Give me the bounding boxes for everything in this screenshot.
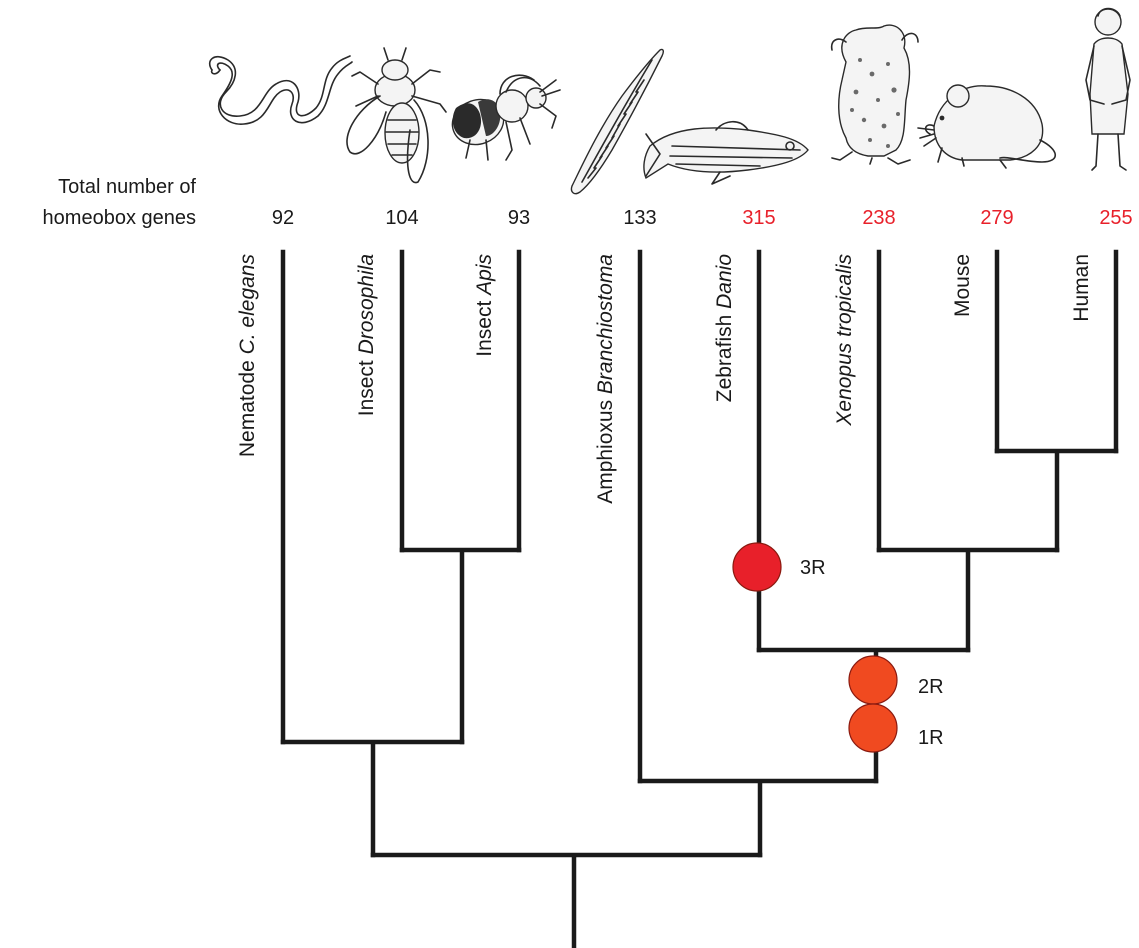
count-apis: 93 bbox=[508, 207, 530, 229]
duplication-3R-label: 3R bbox=[800, 557, 826, 579]
count-mouse: 279 bbox=[980, 207, 1013, 229]
taxon-label-nematode: Nematode C. elegans bbox=[236, 254, 259, 458]
count-zebrafish: 315 bbox=[742, 207, 775, 229]
taxon-label-drosophila: Insect Drosophila bbox=[355, 254, 378, 416]
taxon-label-zebrafish: Zebrafish Danio bbox=[713, 254, 736, 403]
count-drosophila: 104 bbox=[385, 207, 418, 229]
taxon-label-apis: Insect Apis bbox=[473, 254, 496, 357]
node-ecdysozoa bbox=[283, 742, 462, 855]
taxon-label-xenopus: Xenopus tropicalis bbox=[833, 254, 856, 427]
node-tetrapods bbox=[879, 550, 1057, 650]
duplication-2R-label: 2R bbox=[918, 676, 944, 698]
count-human: 255 bbox=[1099, 207, 1132, 229]
mouse-icon bbox=[918, 85, 1055, 168]
zebrafish-icon bbox=[644, 122, 808, 184]
fruit-fly-icon bbox=[347, 48, 446, 183]
duplication-1R-label: 1R bbox=[918, 727, 944, 749]
taxon-label-human: Human bbox=[1070, 254, 1093, 322]
count-xenopus: 238 bbox=[862, 207, 895, 229]
duplication-1R-marker bbox=[849, 704, 897, 752]
node-insects bbox=[402, 550, 519, 742]
honeybee-icon bbox=[446, 75, 560, 160]
taxon-label-mouse: Mouse bbox=[951, 254, 974, 317]
count-amphioxus: 133 bbox=[623, 207, 656, 229]
duplication-2R-marker bbox=[849, 656, 897, 704]
frog-icon bbox=[832, 25, 918, 164]
node-mouse-human bbox=[997, 451, 1116, 550]
node-root bbox=[373, 855, 760, 948]
duplication-3R-marker bbox=[733, 543, 781, 591]
count-nematode: 92 bbox=[272, 207, 294, 229]
header-line-1: Total number of bbox=[58, 176, 196, 198]
node-chordates bbox=[640, 781, 876, 855]
human-icon bbox=[1086, 9, 1130, 171]
nematode-icon bbox=[210, 56, 352, 124]
phylogenetic-tree bbox=[283, 252, 1116, 948]
header-line-2: homeobox genes bbox=[43, 207, 196, 229]
taxon-label-amphioxus: Amphioxus Branchiostoma bbox=[594, 254, 617, 504]
